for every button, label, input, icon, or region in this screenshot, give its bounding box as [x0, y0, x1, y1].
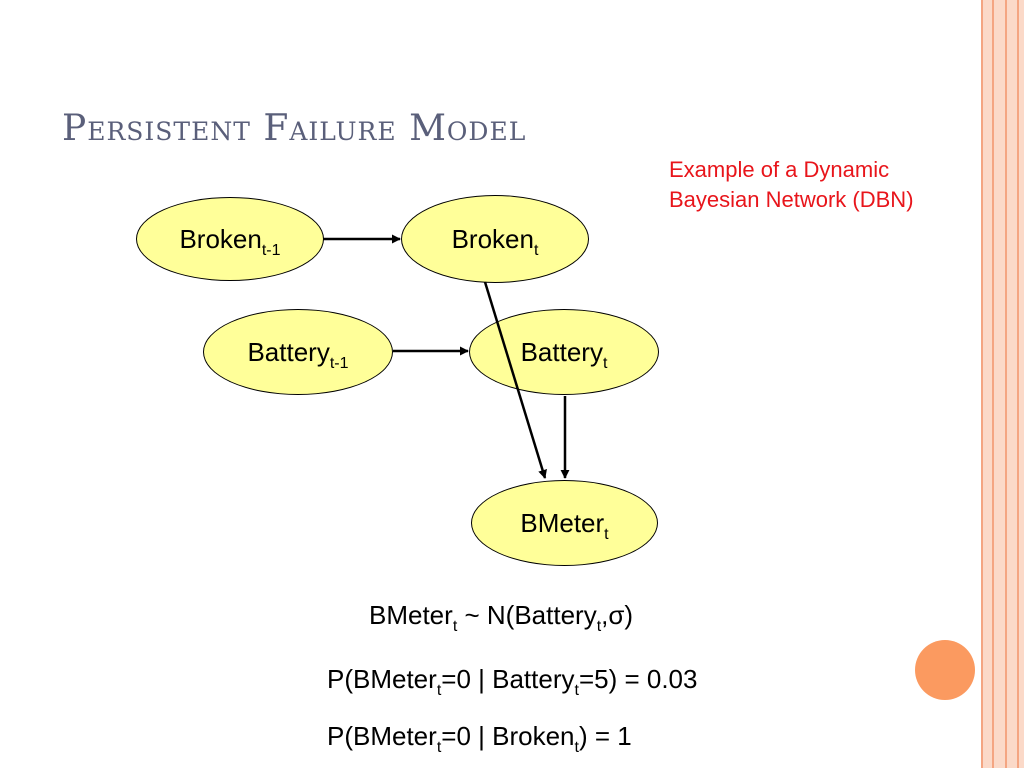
border-line [981, 0, 983, 768]
node-bmeter-t: BMetert [471, 480, 658, 566]
node-label: BMetert [520, 507, 609, 543]
node-battery-t: Batteryt [469, 309, 659, 395]
node-label: Brokent-1 [179, 223, 281, 259]
dbn-note: Example of a Dynamic Bayesian Network (D… [669, 157, 914, 212]
node-label: Batteryt-1 [247, 336, 349, 372]
edge-broken-to-bmeter [483, 281, 547, 479]
border-line [992, 0, 994, 768]
equation-bmeter-distribution: BMetert ~ N(Batteryt,σ) [369, 600, 634, 635]
border-stripe [981, 0, 1024, 768]
slide-title: Persistent Failure Model [62, 108, 527, 149]
node-broken-prev: Brokent-1 [136, 197, 324, 281]
node-label: Batteryt [520, 336, 608, 372]
decorative-circle [915, 640, 975, 700]
equation-bmeter-given-battery: P(BMetert=0 | Batteryt=5) = 0.03 [327, 664, 698, 699]
node-battery-prev: Batteryt-1 [203, 309, 393, 395]
node-broken-t: Brokent [401, 195, 589, 283]
equation-bmeter-given-broken: P(BMetert=0 | Brokent) = 1 [327, 721, 632, 756]
border-line [1005, 0, 1007, 768]
border-line [1017, 0, 1019, 768]
node-label: Brokent [451, 223, 539, 259]
